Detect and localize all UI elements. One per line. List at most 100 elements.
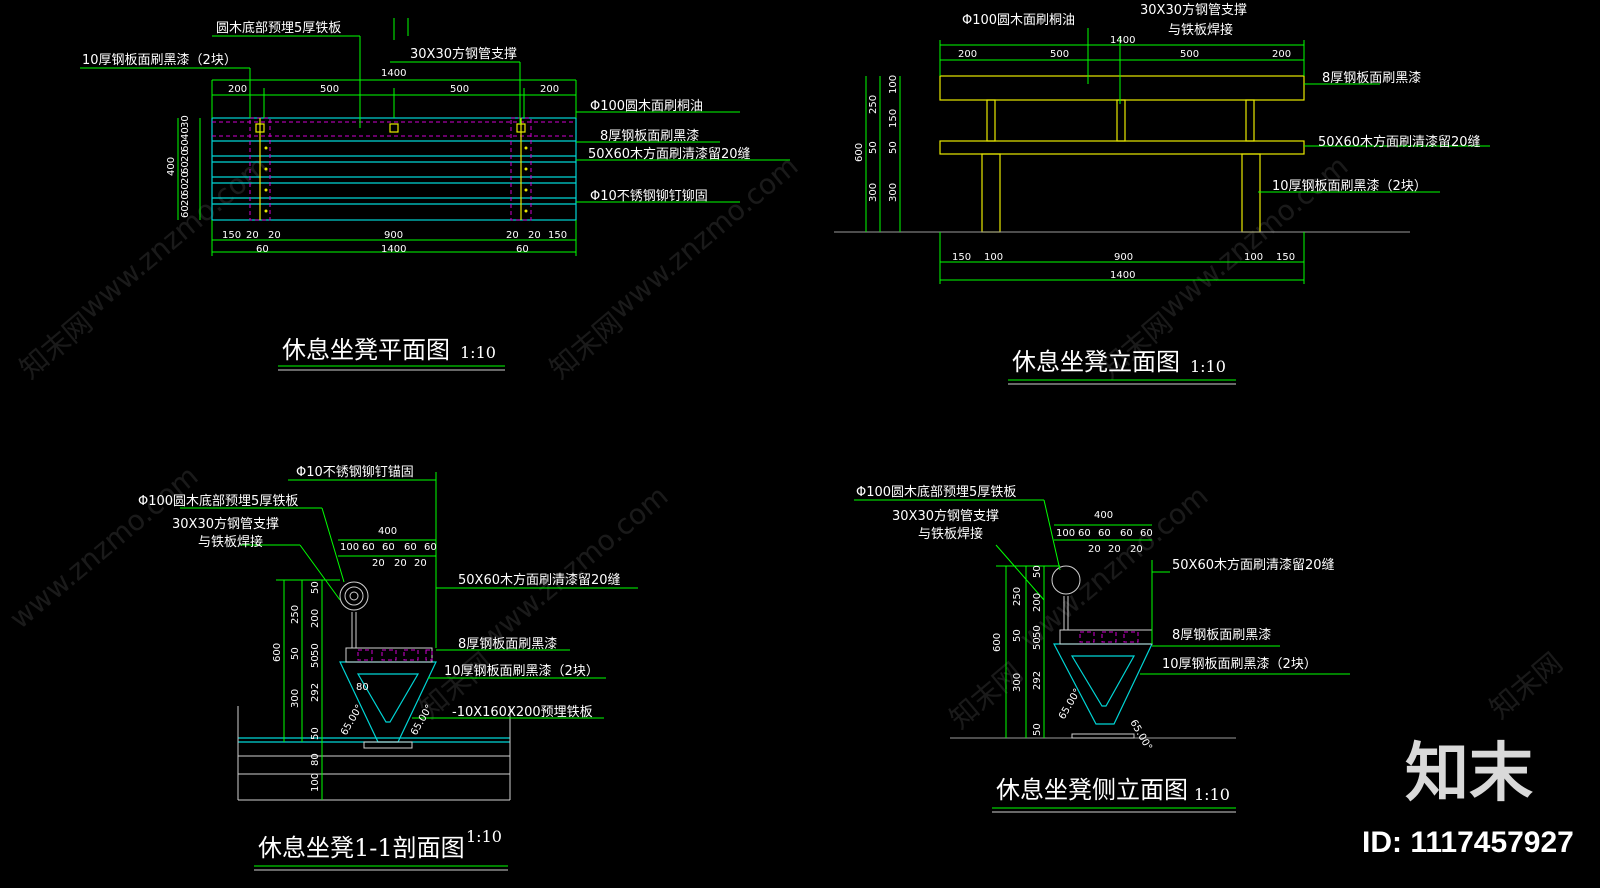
elevation-dim: 50 bbox=[868, 141, 879, 154]
elevation-dim: 100 bbox=[1244, 252, 1263, 263]
plan-label: 圆木底部预埋5厚铁板 bbox=[216, 20, 341, 36]
side-dim: 60 bbox=[1098, 528, 1111, 539]
elevation-dim: 100 bbox=[888, 75, 899, 94]
section-title: 休息坐凳1-1剖面图 bbox=[258, 834, 465, 862]
plan-label: 50X60木方面刷清漆留20缝 bbox=[588, 146, 751, 162]
elevation-seat bbox=[939, 140, 1305, 155]
section-dim: 60 bbox=[404, 542, 417, 553]
elevation-label: Φ100圆木面刷桐油 bbox=[962, 13, 1075, 28]
side-dim: 50 bbox=[1012, 629, 1023, 642]
plan-dim: 60 bbox=[180, 139, 191, 152]
elevation-dim: 500 bbox=[1180, 49, 1199, 60]
section-dim: 60 bbox=[424, 542, 437, 553]
side-log bbox=[1051, 565, 1081, 595]
plan-dim: 500 bbox=[320, 84, 339, 95]
watermark-text: www.znzmo.com bbox=[603, 149, 804, 325]
side-dim: 20 bbox=[1088, 544, 1101, 555]
plan-dim: 60 bbox=[180, 161, 191, 174]
section-dim: 50 bbox=[310, 643, 321, 656]
section-dim: 600 bbox=[272, 643, 283, 662]
elevation-dim: 900 bbox=[1114, 252, 1133, 263]
elevation-dim: 500 bbox=[1050, 49, 1069, 60]
section-dim: 50 bbox=[310, 581, 321, 594]
image-id-text: ID: 1117457927 bbox=[1362, 826, 1574, 859]
section-scale: 1:10 bbox=[466, 827, 502, 846]
section-dim: 292 bbox=[310, 683, 321, 702]
watermark-text: www.znzmo.com bbox=[473, 479, 674, 655]
side-dim: 50 bbox=[1032, 637, 1043, 650]
plan-dim: 200 bbox=[228, 84, 247, 95]
plan-dim: 900 bbox=[384, 230, 403, 241]
section-label: -10X160X200预埋铁板 bbox=[452, 705, 593, 720]
plan-dim: 60 bbox=[180, 183, 191, 196]
elevation-top-log bbox=[939, 75, 1305, 101]
side-dim: 65.00° bbox=[1127, 718, 1153, 753]
plan-dim: 40 bbox=[180, 127, 191, 140]
elevation-label: 30X30方钢管支撑 bbox=[1140, 2, 1247, 18]
elevation-dim: 300 bbox=[888, 183, 899, 202]
section-label: 30X30方钢管支撑 bbox=[172, 516, 279, 532]
side-dim: 20 bbox=[1108, 544, 1121, 555]
section-dim: 50 bbox=[310, 727, 321, 740]
section-dim: 80 bbox=[356, 682, 369, 693]
elevation-title: 休息坐凳立面图 bbox=[1012, 348, 1180, 376]
plan-dim: 500 bbox=[450, 84, 469, 95]
section-view: Φ10不锈钢铆钉锚固 Φ100圆木底部预埋5厚铁板 30X30方钢管支撑 与铁板… bbox=[138, 465, 638, 871]
plan-dim: 60 bbox=[256, 244, 269, 255]
plan-dim: 20 bbox=[180, 149, 191, 162]
watermark-text: 知末网 bbox=[13, 306, 99, 385]
elevation-dim: 1400 bbox=[1110, 35, 1135, 46]
plan-dim: 20 bbox=[180, 193, 191, 206]
watermark-text: 知末网 bbox=[543, 306, 629, 385]
side-dim: 400 bbox=[1094, 510, 1113, 521]
plan-label: Φ100圆木面刷桐油 bbox=[590, 99, 703, 114]
section-log bbox=[339, 581, 369, 611]
side-dim: 250 bbox=[1012, 587, 1023, 606]
side-dim: 100 bbox=[1056, 528, 1075, 539]
plan-dim: 60 bbox=[516, 244, 529, 255]
section-dim: 65.00° bbox=[339, 703, 365, 738]
side-dim: 60 bbox=[1140, 528, 1153, 539]
elevation-dim: 200 bbox=[958, 49, 977, 60]
side-dim: 60 bbox=[1078, 528, 1091, 539]
section-dim: 400 bbox=[378, 526, 397, 537]
side-view: Φ100圆木底部预埋5厚铁板 30X30方钢管支撑 与铁板焊接 50X60木方面… bbox=[854, 484, 1350, 813]
side-dim: 50 bbox=[1032, 625, 1043, 638]
side-title: 休息坐凳侧立面图 bbox=[996, 776, 1188, 804]
elevation-dim: 250 bbox=[868, 95, 879, 114]
plan-dim: 20 bbox=[180, 171, 191, 184]
side-label: 10厚钢板面刷黑漆（2块） bbox=[1162, 656, 1317, 672]
side-label: 8厚钢板面刷黑漆 bbox=[1172, 627, 1271, 643]
plan-dim: 150 bbox=[222, 230, 241, 241]
elevation-label: 与铁板焊接 bbox=[1168, 22, 1233, 38]
plan-title: 休息坐凳平面图 bbox=[282, 336, 450, 364]
section-dim: 200 bbox=[310, 609, 321, 628]
side-label: 30X30方钢管支撑 bbox=[892, 508, 999, 524]
plan-dim: 1400 bbox=[381, 244, 406, 255]
brand-logo-text: 知末 bbox=[1405, 737, 1533, 811]
elevation-label: 10厚钢板面刷黑漆（2块） bbox=[1272, 178, 1427, 194]
section-dim: 60 bbox=[362, 542, 375, 553]
plan-dim: 20 bbox=[506, 230, 519, 241]
section-dim: 300 bbox=[290, 689, 301, 708]
elevation-dim: 300 bbox=[868, 183, 879, 202]
side-dim: 60 bbox=[1120, 528, 1133, 539]
side-dim: 292 bbox=[1032, 671, 1043, 690]
side-dim: 300 bbox=[1012, 673, 1023, 692]
side-label: Φ100圆木底部预埋5厚铁板 bbox=[856, 484, 1016, 500]
section-dim: 50 bbox=[290, 647, 301, 660]
elevation-dim: 200 bbox=[1272, 49, 1291, 60]
section-dim: 20 bbox=[414, 558, 427, 569]
side-dim: 20 bbox=[1130, 544, 1143, 555]
side-dim: 200 bbox=[1032, 593, 1043, 612]
plan-dim: 60 bbox=[180, 205, 191, 218]
plan-dim: 200 bbox=[540, 84, 559, 95]
plan-dim: 20 bbox=[528, 230, 541, 241]
elevation-dim: 150 bbox=[888, 109, 899, 128]
elevation-scale: 1:10 bbox=[1190, 357, 1226, 376]
side-dim: 50 bbox=[1032, 565, 1043, 578]
section-dim: 20 bbox=[372, 558, 385, 569]
section-label: Φ10不锈钢铆钉锚固 bbox=[296, 465, 414, 480]
side-dim: 65.00° bbox=[1057, 687, 1083, 722]
watermark-text: 知末网 bbox=[943, 656, 1029, 735]
